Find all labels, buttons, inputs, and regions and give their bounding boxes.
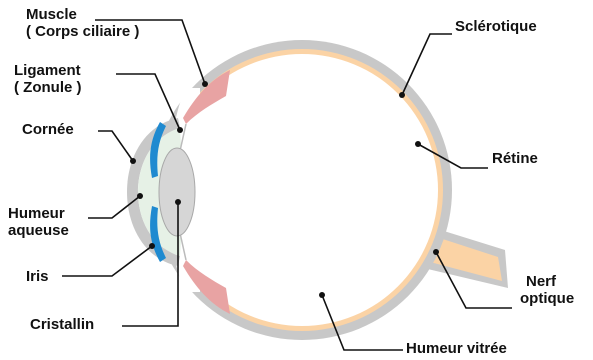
label-cristallin: Cristallin	[30, 316, 94, 333]
label-humeur-vitree: Humeur vitrée	[406, 340, 507, 357]
leader-iris	[62, 246, 152, 276]
label-humeur-aqueuse: Humeur aqueuse	[8, 205, 69, 239]
dot-muscle	[202, 81, 208, 87]
label-ligament-line1: Ligament	[14, 62, 82, 79]
dot-humeur-vitree	[319, 292, 325, 298]
dot-cristallin	[175, 199, 181, 205]
label-retine: Rétine	[492, 150, 538, 167]
label-muscle-line1: Muscle	[26, 6, 139, 23]
dot-humeur-aqueuse	[137, 193, 143, 199]
dot-ligament	[177, 127, 183, 133]
dot-sclerotique	[399, 92, 405, 98]
label-humeur-aqueuse-line2: aqueuse	[8, 222, 69, 239]
label-humeur-aqueuse-line1: Humeur	[8, 205, 69, 222]
label-ligament-line2: ( Zonule )	[14, 79, 82, 96]
label-sclerotique: Sclérotique	[455, 18, 537, 35]
label-ligament: Ligament ( Zonule )	[14, 62, 82, 96]
label-nerf-optique-line2: optique	[520, 290, 574, 307]
dot-iris	[149, 243, 155, 249]
dot-retine	[415, 141, 421, 147]
leader-cornee	[98, 131, 133, 161]
label-muscle-line2: ( Corps ciliaire )	[26, 23, 139, 40]
dot-cornee	[130, 158, 136, 164]
cristallin-lens	[159, 148, 195, 236]
label-muscle: Muscle ( Corps ciliaire )	[26, 6, 139, 40]
label-iris: Iris	[26, 268, 49, 285]
label-nerf-optique: Nerf optique	[520, 273, 574, 307]
label-nerf-optique-line1: Nerf	[520, 273, 574, 290]
dot-nerf-optique	[433, 249, 439, 255]
label-cornee: Cornée	[22, 121, 74, 138]
